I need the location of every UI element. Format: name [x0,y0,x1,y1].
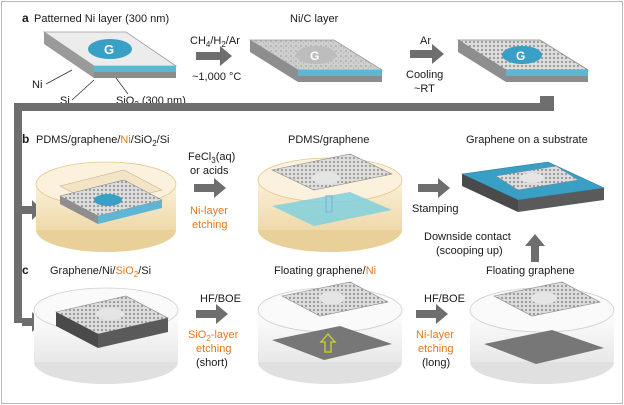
panel-letter-b: b [22,132,29,146]
row-a: a Patterned Ni layer (300 nm) G Ni Si Si… [22,11,590,109]
patterned-ni-wafer: G [42,31,178,78]
substrate-target [460,161,606,212]
dish-b1 [35,161,177,252]
etching-label-c2: etching [418,343,453,355]
etching-label-b: etching [192,219,227,231]
dish-c2 [257,281,403,384]
stamping-label: Stamping [412,203,458,215]
row-b: b PDMS/graphene/Ni/SiO2/Si FeCl3(aq) or … [22,132,606,262]
scooping-up-label: (scooping up) [436,245,503,257]
graphene-grown-wafer: G [456,39,590,82]
svg-text:G: G [104,42,114,57]
temp-label: ~1,000 °C [192,71,241,83]
fecl3-label: FeCl3(aq) [188,151,235,165]
patterned-ni-title: Patterned Ni layer (300 nm) [34,13,169,25]
graphene-substrate-title: Graphene on a substrate [466,134,588,146]
etching-label-c1: etching [196,343,231,355]
graphene-ni-title: Graphene/Ni/SiO2/Si [50,265,151,279]
rt-label: ~RT [414,83,435,95]
nic-wafer: G [248,39,384,82]
arrow-a1 [196,46,232,66]
pdms-stack-title: PDMS/graphene/Ni/SiO2/Si [36,134,169,148]
pdms-graphene-title: PDMS/graphene [288,134,369,146]
dish-c1 [33,287,179,384]
arrow-b2 [418,178,450,198]
panel-letter-a: a [22,11,29,25]
svg-text:G: G [310,49,319,63]
long-label: (long) [422,357,450,369]
downside-contact-label: Downside contact [424,231,511,243]
ni-etching-label: Ni-layer [190,205,228,217]
hf-boe-label-1: HF/BOE [200,293,241,305]
sio2-layer-label: SiO2-layer [188,329,239,343]
nic-layer-title: Ni/C layer [290,13,339,25]
dish-c3 [469,281,615,384]
dish-b2 [257,153,403,252]
or-acids-label: or acids [190,165,229,177]
panel-letter-c: c [22,263,29,277]
arrow-up-scoop [525,234,545,262]
ni-layer-label-c: Ni-layer [416,329,454,341]
arrow-c1 [196,304,228,324]
arrow-c2 [416,304,448,324]
row-c: c Graphene/Ni/SiO2/Si HF/BOE SiO2-layer … [22,263,615,384]
floating-graphene-ni-title: Floating graphene/Ni [274,265,376,277]
ch4-step-label: CH4/H2/Ar [190,35,240,49]
arrow-a2 [410,44,444,64]
g-pattern-logo: G [88,39,132,59]
hf-boe-label-2: HF/BOE [424,293,465,305]
floating-graphene-title: Floating graphene [486,265,575,277]
short-label: (short) [196,357,228,369]
si-label: Si [60,95,70,107]
svg-text:G: G [516,49,525,63]
ni-label: Ni [32,79,42,91]
ar-label: Ar [420,35,431,47]
cooling-label: Cooling [406,69,443,81]
arrow-b1 [194,178,226,198]
